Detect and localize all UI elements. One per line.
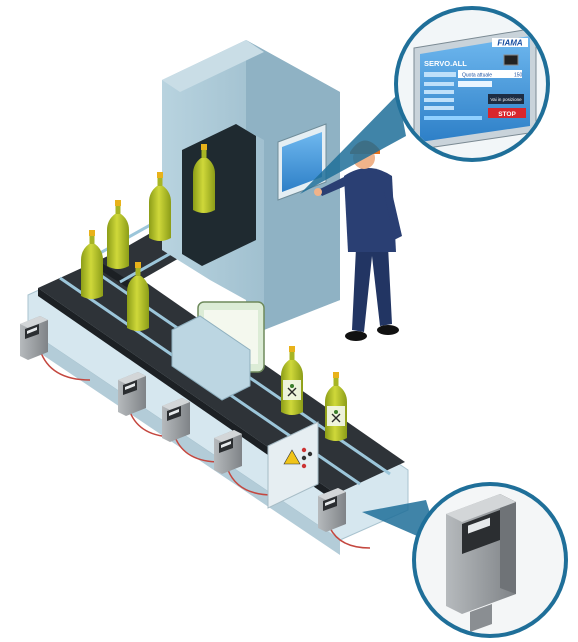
- hmi-brand-bar: [492, 38, 528, 47]
- oil-bottle: [325, 372, 347, 441]
- warning-triangle-icon: [283, 449, 301, 465]
- oil-bottle: [281, 346, 303, 415]
- capping-machine: [162, 40, 340, 336]
- servo-drives: [20, 316, 346, 532]
- hmi-field-label: Quota attuale: [462, 73, 492, 79]
- hmi-callout: FIAMA SERVO.ALL Quota attuale 150 Vai in…: [300, 6, 550, 194]
- status-lamp: [301, 455, 307, 461]
- hmi-stop-label: STOP: [498, 111, 516, 118]
- servo-drive: [318, 488, 346, 532]
- hmi-nav-button[interactable]: [503, 54, 519, 66]
- status-lamp: [307, 451, 313, 457]
- oil-bottle: [107, 200, 129, 269]
- hmi-field-value: 150: [514, 73, 523, 79]
- hmi-screen-title: SERVO.ALL: [424, 59, 467, 68]
- hmi-stop-button[interactable]: [488, 108, 526, 118]
- servo-drive: [162, 398, 190, 442]
- status-lamp: [301, 447, 307, 453]
- servo-drive: [20, 316, 48, 360]
- oil-bottle: [127, 262, 149, 331]
- hmi-status-box: [488, 94, 524, 104]
- oil-bottle: [149, 172, 171, 241]
- hmi-status-text: Vai in posizione: [490, 97, 522, 102]
- oil-bottle: [193, 144, 215, 213]
- labeling-station: [171, 301, 265, 401]
- servo-drive-callout: [362, 482, 568, 638]
- control-cabinet: [267, 421, 319, 509]
- servo-drive: [214, 430, 242, 474]
- status-lamp: [301, 463, 307, 469]
- oil-bottle: [81, 230, 103, 299]
- servo-drive: [118, 372, 146, 416]
- hmi-quota-field[interactable]: [458, 70, 522, 78]
- hmi-brand-logo: FIAMA: [497, 39, 523, 48]
